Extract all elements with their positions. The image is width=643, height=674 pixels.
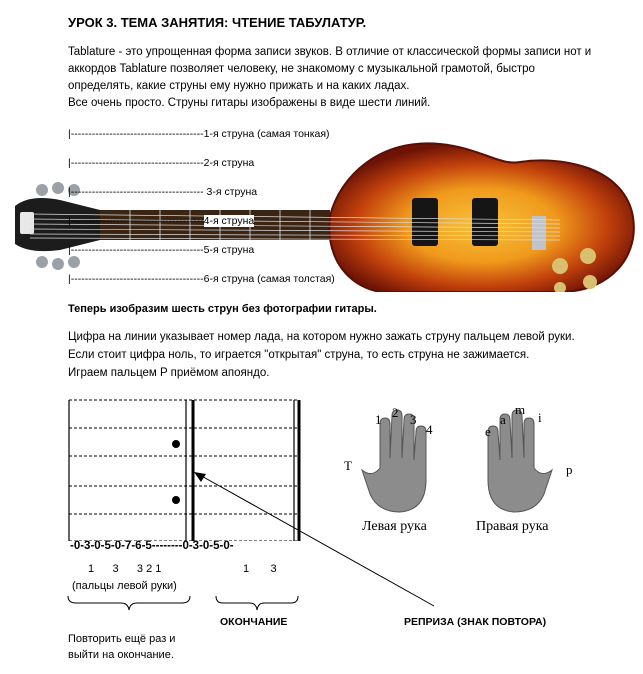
string-5-label: 5-я струна [203,244,255,256]
string-6-dashes: -------------------------------------- [70,273,204,285]
repeat-dot-lower [172,496,180,504]
right-finger-p: p [566,462,573,477]
string-3-bar: | [68,186,71,198]
finger-numbers-2: 1 3 [243,563,277,575]
intro-line-1: Tablature - это упрощенная форма записи … [68,46,592,58]
intro-paragraph: Tablature - это упрощенная форма записи … [68,44,638,112]
repeat-dot-upper [172,440,180,448]
string-1-label: 1-я струна (самая тонкая) [203,128,330,140]
right-finger-a: a [500,412,506,427]
string-2-label: 2-я струна [203,157,255,169]
right-finger-e: e [485,424,491,439]
string-6-label: 6-я струна (самая толстая) [203,273,335,285]
left-finger-1: 1 [375,412,382,427]
string-5-dashes: -------------------------------------- [70,244,204,256]
repeat-note-line-2: выйти на окончание. [68,649,174,661]
tab-numbers: -0-3-0-5-0-7-6-5--------0-3-0-5-0- [70,540,234,552]
intro-line-2: аккордов Tablature позволяет человеку, н… [68,63,535,75]
tab-staff [68,399,301,541]
hands-illustration [360,409,554,513]
repeat-note: Повторить ещё раз и выйти на окончание. [68,631,175,663]
repeat-sign-label: РЕПРИЗА (ЗНАК ПОВТОРА) [404,616,547,628]
string-3-dashes: -------------------------------------- [70,186,204,198]
lesson-title: УРОК 3. ТЕМА ЗАНЯТИЯ: ЧТЕНИЕ ТАБУЛАТУР. [68,15,367,30]
string-6-bar: | [68,273,71,285]
finger-numbers-1: 1 3 3 2 1 [88,563,162,575]
right-finger-m: m [515,402,526,417]
left-finger-4: 4 [426,422,433,437]
string-5-bar: | [68,244,71,256]
string-3-row: |-------------------------------------- … [68,186,258,198]
tab-dashes: ------- [155,540,183,552]
tab-part-2: 0-3-0-5-0- [182,540,234,552]
string-2-dashes: -------------------------------------- [70,157,204,169]
string-6-row: |--------------------------------------6… [68,273,335,285]
explain-line-2: Если стоит цифра ноль, то играется "откр… [68,349,530,361]
repeat-note-line-1: Повторить ещё раз и [68,633,176,645]
left-hand-label: Левая рука [362,519,427,534]
string-1-row: |--------------------------------------1… [68,128,330,140]
left-finger-T: T [344,458,352,473]
explain-line-1: Цифра на линии указывает номер лада, на … [68,331,575,343]
string-5-row: |--------------------------------------5… [68,244,255,256]
left-finger-2: 2 [392,405,399,420]
string-1-bar: | [68,128,71,140]
right-finger-i: i [538,410,542,425]
explain-line-3: Играем пальцем P приёмом апояндо. [68,367,270,379]
string-3-label: 3-я струна [203,186,258,198]
guitar-body [328,142,635,292]
string-4-label: 4-я струна [203,215,255,227]
brace-ending [215,595,299,611]
left-fingers-label: (пальцы левой руки) [72,580,177,592]
left-finger-3: 3 [410,412,417,427]
right-hand-icon [487,409,554,513]
ending-label: ОКОНЧАНИЕ [220,616,288,628]
subheading: Теперь изобразим шесть струн без фотогра… [68,303,377,315]
repeat-arrow [194,472,435,607]
tab-part-1: -0-3-0-5-0-7-6-5- [70,540,156,552]
string-4-bar: | [68,215,71,227]
string-4-row: |--------------------------------------4… [68,215,255,227]
guitar-photo [15,142,635,292]
string-4-dashes: -------------------------------------- [70,215,204,227]
intro-line-4: Все очень просто. Струны гитары изображе… [68,97,431,109]
string-2-bar: | [68,157,71,169]
intro-line-3: определять, какие струны ему нужно прижа… [68,80,410,92]
right-hand-label: Правая рука [476,519,549,534]
explain-paragraph: Цифра на линии указывает номер лада, на … [68,328,638,382]
brace-main [67,595,191,611]
string-1-dashes: -------------------------------------- [70,128,204,140]
string-2-row: |--------------------------------------2… [68,157,255,169]
left-hand-icon [360,409,427,513]
